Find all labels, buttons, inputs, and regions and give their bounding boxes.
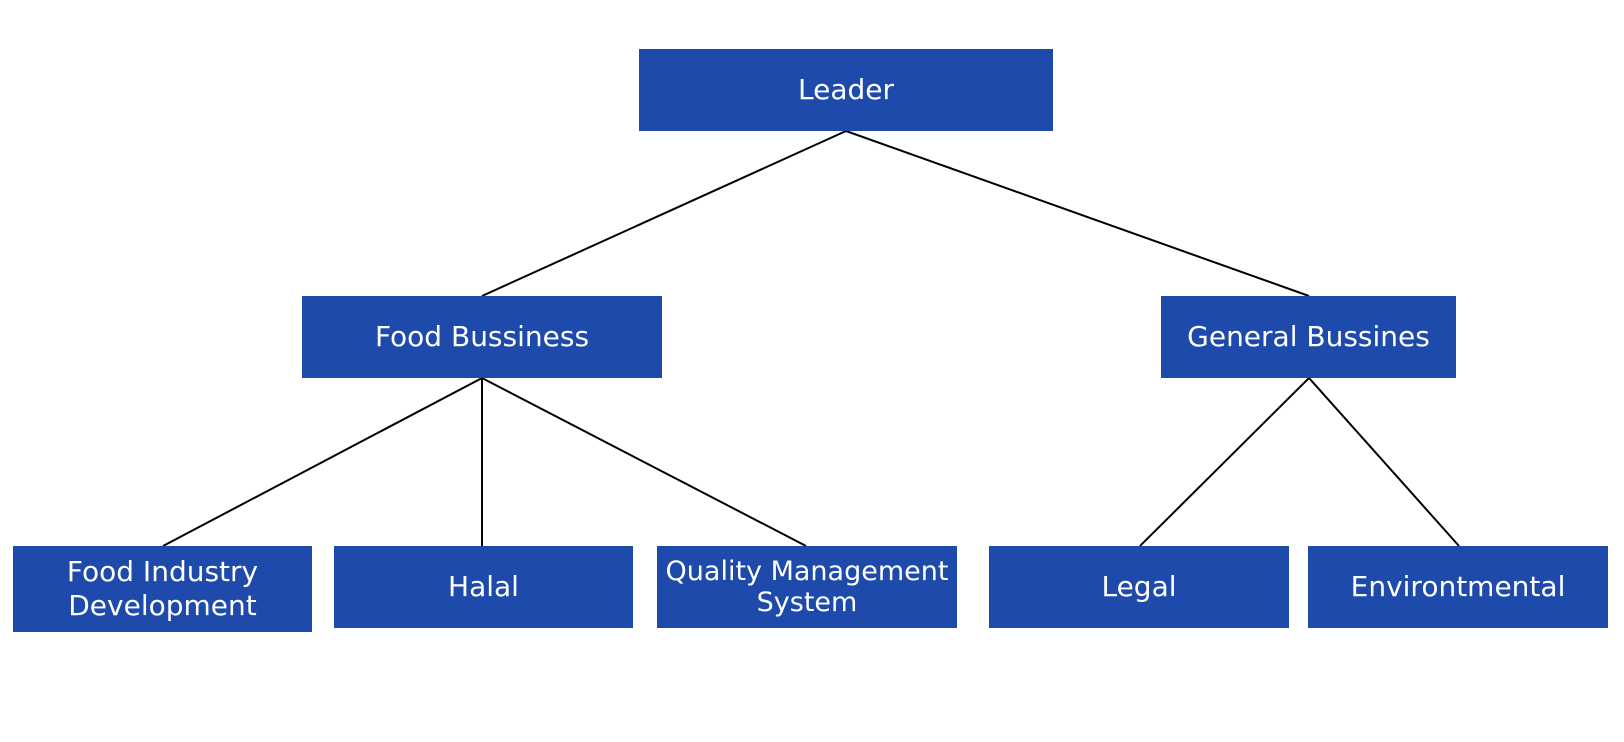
node-halal: Halal: [334, 546, 633, 628]
node-label-line-2: Development: [68, 589, 257, 622]
node-food-industry-development: Food Industry Development: [13, 546, 312, 632]
node-label: Halal: [448, 570, 519, 604]
node-label: Environtmental: [1350, 570, 1566, 604]
node-leader: Leader: [639, 49, 1053, 131]
link-food-fid: [162, 377, 483, 547]
node-general-bussines: General Bussines: [1161, 296, 1456, 378]
link-leader-food: [481, 130, 847, 297]
node-label: Legal: [1101, 570, 1177, 604]
node-label: General Bussines: [1187, 320, 1430, 354]
node-label: Food Bussiness: [374, 320, 590, 354]
node-label-line-1: Food Industry: [66, 555, 259, 589]
link-general-legal: [1139, 377, 1310, 547]
node-food-bussiness: Food Bussiness: [302, 296, 662, 378]
link-general-env: [1308, 377, 1460, 547]
node-legal: Legal: [989, 546, 1289, 628]
node-label-line-2: System: [756, 587, 858, 618]
node-quality-management-system: Quality Management System: [657, 546, 957, 628]
link-food-qms: [481, 377, 807, 547]
node-label: Leader: [797, 73, 894, 107]
node-label-line-1: Quality Management: [665, 555, 949, 587]
node-environtmental: Environtmental: [1308, 546, 1608, 628]
link-leader-general: [845, 130, 1310, 297]
